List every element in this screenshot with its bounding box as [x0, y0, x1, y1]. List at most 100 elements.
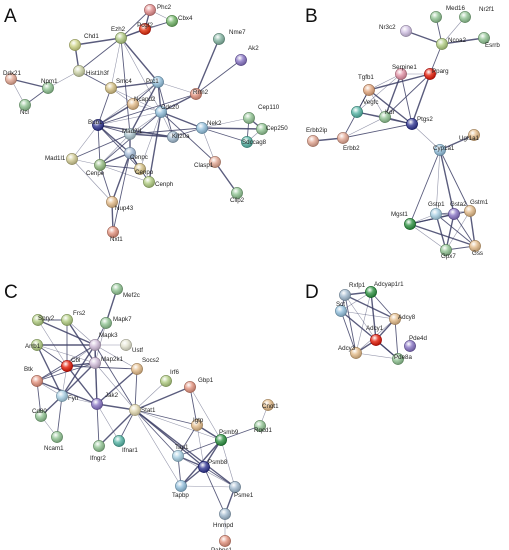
node-pde4d-circle	[404, 340, 416, 352]
edge-esrrb-ncoa2	[441, 37, 485, 45]
node-smc4: Smc4	[105, 78, 132, 94]
node-npm1-circle	[42, 82, 54, 94]
edge-ezh2-prc1	[120, 37, 159, 83]
edge-cbl-jak2	[66, 365, 98, 405]
edge-cyp1a1-mgst1	[409, 149, 441, 225]
node-psmb8-circle	[198, 461, 210, 473]
node-adcy1-label: Adcy1	[366, 325, 384, 332]
node-phc2-circle	[144, 4, 156, 16]
node-nxt1-circle	[107, 226, 119, 238]
edge-fyn-jak2	[61, 395, 98, 405]
node-pde8a-label: Pde8a	[394, 354, 412, 361]
edge-bub1-cenpo	[97, 124, 141, 170]
node-pde4d: Pde4d	[404, 335, 427, 352]
node-erbb2ip-label: Erbb2ip	[306, 127, 328, 134]
edge-serpine1-ptgs2	[400, 73, 413, 125]
node-rrm2: Rrm2	[190, 88, 209, 100]
node-hnrnpd: Hnrnpd	[213, 508, 234, 529]
node-sdccag8-circle	[241, 136, 253, 148]
node-gpx7-circle	[440, 244, 452, 256]
node-mad1l1: Mad1l1	[45, 153, 78, 165]
node-adcy8: Adcy8	[389, 313, 416, 325]
node-cenph-circle	[143, 176, 155, 188]
edge-jak2-ifngr2	[96, 403, 100, 447]
node-gstp1-circle	[430, 208, 442, 220]
node-gstm1-circle	[464, 205, 476, 217]
edge-cdc20-nek2	[160, 111, 203, 129]
node-rqcd1: Rqcd1	[254, 420, 272, 434]
node-ddx21: Ddx21	[3, 70, 21, 85]
node-igtp-label: Igtp	[193, 417, 204, 424]
node-rqcd1-label: Rqcd1	[254, 427, 272, 434]
node-socs2-circle	[131, 363, 143, 375]
node-pparg-circle	[424, 68, 436, 80]
edge-smc4-prc1	[110, 81, 159, 89]
node-cbl: Cbl	[61, 357, 80, 372]
edge-adcyap1r1-adcy8	[370, 291, 396, 320]
node-cyp1a1-label: Cyp1a1	[433, 145, 455, 152]
edge-rrm2-prc1	[157, 81, 197, 95]
edge-map2k1-stat1	[94, 362, 136, 411]
edge-gsta2-gpx7	[445, 213, 455, 251]
edge-rxfp1-adcy3	[344, 294, 357, 354]
node-rxfp1: Rxfp1	[339, 282, 366, 301]
node-mgst1: Mgst1	[391, 211, 416, 230]
node-sdccag8: Sdccag8	[241, 136, 267, 148]
node-kdr-circle	[379, 111, 391, 123]
node-npm1: Npm1	[41, 78, 58, 94]
node-nr2f1-label: Nr2f1	[479, 6, 495, 13]
edge-cenpe-cenph	[99, 164, 150, 183]
edge-cenpe-nup43	[99, 164, 113, 203]
node-psmb9-circle	[215, 434, 227, 446]
node-cenph: Cenph	[143, 176, 174, 188]
node-cyp1a1: Cyp1a1	[433, 144, 455, 156]
node-mad2l1-label: Mad2l1	[122, 128, 143, 135]
node-nr3c2-circle	[400, 25, 412, 37]
node-erbb2-label: Erbb2	[343, 145, 360, 152]
node-psmb9-label: Psmb9	[219, 429, 239, 436]
node-cenpc-circle	[124, 147, 136, 159]
node-cep250-label: Cep250	[266, 125, 288, 132]
node-nr2f1: Nr2f1	[459, 6, 495, 23]
edge-ezh2-hist1h3f	[78, 37, 122, 72]
edge-cenpe-cenpo	[99, 164, 141, 170]
edge-mgst1-gpx7	[409, 223, 447, 251]
node-igtp: Igtp	[191, 417, 204, 431]
node-hnrnpd-label: Hnrnpd	[213, 522, 234, 529]
node-pabpc1-label: Pabpc1	[211, 547, 233, 550]
edge-stat1-igtp	[134, 409, 198, 426]
edge-igtp-tap1	[177, 424, 198, 457]
edge-rxfp1-adcy1	[344, 294, 377, 341]
node-ifnar1-circle	[113, 435, 125, 447]
node-mapk3: Mapk3	[89, 332, 118, 351]
edge-stat1-ifngr2	[98, 409, 136, 447]
node-pabpc1: Pabpc1	[211, 535, 233, 550]
node-frs2-circle	[61, 314, 73, 326]
node-gbp1-label: Gbp1	[198, 377, 214, 384]
panel-label-d: D	[305, 282, 319, 303]
edge-stat1-psmb9	[134, 409, 222, 441]
edge-mapk3-fyn	[61, 344, 96, 397]
edge-ugt1a1-cyp1a1	[439, 134, 475, 151]
node-ncapd2: Ncapd2	[127, 96, 156, 110]
node-ncl: Ncl	[19, 99, 31, 116]
node-clasp1: Clasp1	[194, 156, 221, 169]
edge-mad2l1-kif20a	[129, 133, 174, 138]
node-ezh2: Ezh2	[111, 26, 127, 44]
node-mad2l1: Mad2l1	[122, 128, 143, 140]
node-rxfp1-circle	[339, 289, 351, 301]
node-psmb8: Psmb8	[198, 459, 228, 473]
node-rrm2-label: Rrm2	[193, 89, 209, 96]
panels: Phc2Pcgf2Cbx4Ezh2Chd1Hist1h3fNme7Ak2Ddx2…	[3, 4, 500, 550]
node-esrrb-circle	[478, 32, 490, 44]
edge-cdc20-cenph	[148, 111, 162, 183]
node-erbb2: Erbb2	[337, 132, 360, 152]
node-chd1: Chd1	[69, 33, 99, 51]
node-ustf: Ustf	[120, 339, 143, 354]
node-jak2-circle	[91, 398, 103, 410]
edge-pparg-ptgs2	[411, 73, 431, 125]
edge-rxfp1-adcy8	[344, 294, 396, 320]
panel-a-edges	[10, 9, 263, 233]
